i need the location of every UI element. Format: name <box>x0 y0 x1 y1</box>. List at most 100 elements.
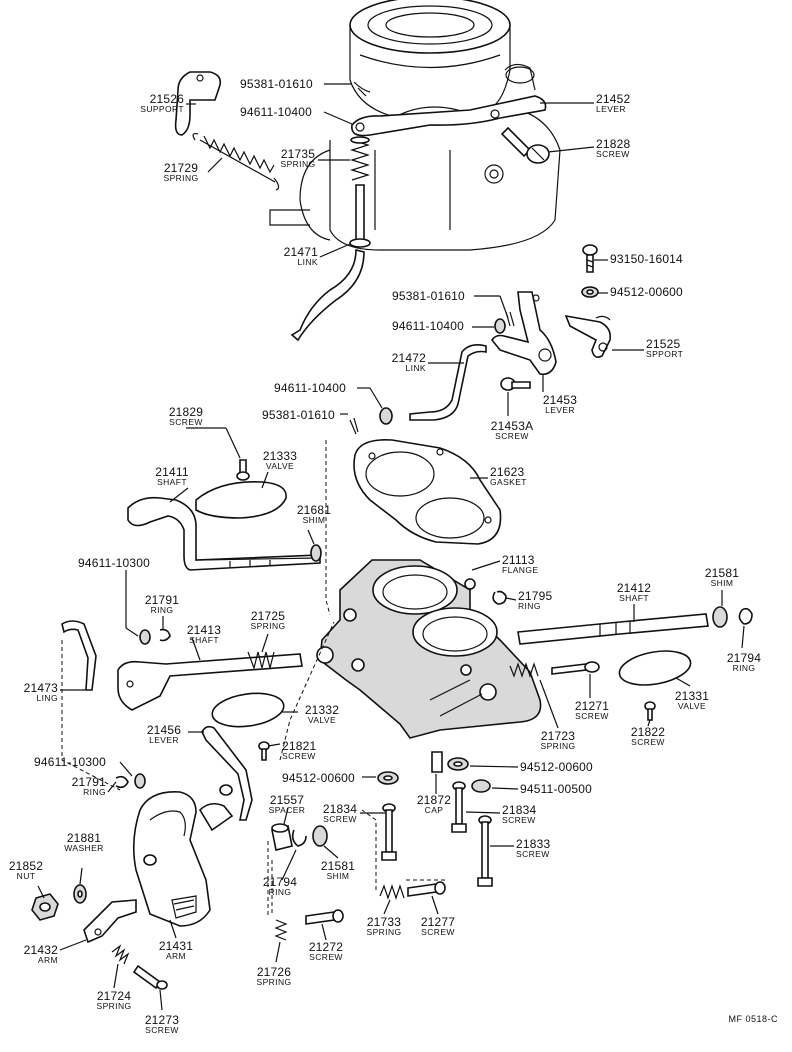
part-name: SPRING <box>540 741 576 751</box>
nut-21852 <box>31 893 59 921</box>
part-number: 21828 <box>596 137 631 151</box>
part-name: ARM <box>37 955 58 965</box>
screw-21453a <box>500 377 531 391</box>
ring-21795 <box>492 590 507 605</box>
callout-21733: 21733 SPRING <box>360 916 408 937</box>
part-name: SHAFT <box>189 635 219 645</box>
part-name: GASKET <box>490 477 527 487</box>
part-number: 21735 <box>280 147 316 161</box>
spring-21723 <box>509 662 539 678</box>
ring-21791-lower <box>115 775 129 789</box>
part-number: 21557 <box>269 793 305 807</box>
part-number: 21829 <box>168 405 204 419</box>
part-name: SPACER <box>268 805 306 815</box>
callout-95381-01610-mid: 95381-01610 <box>392 289 465 303</box>
spring-21735 <box>349 136 371 181</box>
callout-21834-left: 21834 SCREW <box>318 803 362 824</box>
shaft-21412 <box>517 613 709 645</box>
callout-94611-10400-mid: 94611-10400 <box>392 319 465 333</box>
part-number: 21113 <box>502 553 535 567</box>
part-name: LEVER <box>149 735 179 745</box>
callout-21413: 21413 SHAFT <box>180 624 228 645</box>
screw-21277 <box>407 881 446 897</box>
callout-21834-right: 21834 SCREW <box>502 804 536 825</box>
part-name: SPRING <box>250 621 286 631</box>
part-name: SPRING <box>163 173 199 183</box>
part-number: 21473 <box>23 681 58 695</box>
part-name: SHIM <box>326 871 350 881</box>
washer-94511 <box>471 779 491 793</box>
part-name: SCREW <box>169 417 203 427</box>
part-name: SCREW <box>323 814 357 824</box>
callout-21272: 21272 SCREW <box>302 941 350 962</box>
part-name: SHAFT <box>157 477 187 487</box>
callout-21794-right: 21794 RING <box>722 652 766 673</box>
part-name: SHIM <box>302 515 326 525</box>
part-name: SCREW <box>421 927 455 937</box>
lever-21452 <box>351 95 547 137</box>
part-name: VALVE <box>265 461 295 471</box>
callout-21581-lower: 21581 SHIM <box>316 860 360 881</box>
callout-21724: 21724 SPRING <box>90 990 138 1011</box>
arm-21432 <box>83 899 137 944</box>
part-number: 21452 <box>596 92 631 106</box>
callout-21795: 21795 RING <box>518 590 552 611</box>
spacer-21557 <box>271 823 293 851</box>
washer-94611-lower <box>134 773 146 789</box>
callout-21432: 21432 ARM <box>6 944 58 965</box>
part-number: 21834 <box>322 802 358 816</box>
part-name: SCREW <box>145 1025 179 1035</box>
spring-21726 <box>274 919 288 941</box>
cap-21872 <box>431 751 443 773</box>
part-number: 21526 <box>149 92 184 106</box>
callout-94611-10300-lower: 94611-10300 <box>34 755 107 769</box>
callout-94512-00600-right: 94512-00600 <box>520 760 593 774</box>
callout-21725: 21725 SPRING <box>244 610 292 631</box>
part-name: SPRING <box>280 159 316 169</box>
link-21472 <box>409 344 487 421</box>
screw-21829 <box>236 459 250 481</box>
screw-21822 <box>644 701 656 721</box>
part-number: 21581 <box>704 566 740 580</box>
shaft-21411 <box>127 496 321 571</box>
part-number: 21821 <box>282 739 317 753</box>
part-number: 21833 <box>516 837 551 851</box>
callout-94611-10300-top: 94611-10300 <box>78 556 151 570</box>
part-number: 21456 <box>146 723 182 737</box>
callout-93150-16014: 93150-16014 <box>610 252 683 266</box>
part-number: 21723 <box>540 729 576 743</box>
callout-21431: 21431 ARM <box>152 940 200 961</box>
part-name: SPPORT <box>646 349 684 359</box>
callout-94611-10400-top: 94611-10400 <box>240 105 313 119</box>
part-name: RING <box>732 663 756 673</box>
part-name: SCREW <box>596 149 630 159</box>
part-name: VALVE <box>307 715 337 725</box>
ring-21794-right <box>738 607 753 625</box>
part-number: 21453A <box>490 419 534 433</box>
part-name: WASHER <box>64 843 104 853</box>
leader-lines <box>37 83 745 1011</box>
part-number: 21794 <box>726 651 762 665</box>
part-number: 21852 <box>8 859 44 873</box>
valve-21332 <box>211 692 285 728</box>
part-name: VALVE <box>677 701 707 711</box>
callout-21852: 21852 NUT <box>4 860 48 881</box>
screw-21834-left <box>381 803 397 861</box>
part-name: LEVER <box>545 405 575 415</box>
callout-21526: 21526 SUPPORT <box>100 93 184 114</box>
part-name: LING <box>36 693 58 703</box>
callout-21723: 21723 SPRING <box>534 730 582 751</box>
part-number: 21471 <box>283 245 318 259</box>
part-number: 21277 <box>420 915 456 929</box>
callout-21794-lower: 21794 RING <box>258 876 302 897</box>
valve-21331 <box>618 650 692 686</box>
part-number: 21733 <box>366 915 402 929</box>
callout-21729: 21729 SPRING <box>156 162 206 183</box>
pin-95381-low <box>349 417 359 435</box>
part-number: 21412 <box>616 581 652 595</box>
screw-21821 <box>258 741 270 761</box>
callout-21829: 21829 SCREW <box>162 406 210 427</box>
part-name: SCREW <box>309 952 343 962</box>
callout-21525: 21525 SPPORT <box>646 338 683 359</box>
